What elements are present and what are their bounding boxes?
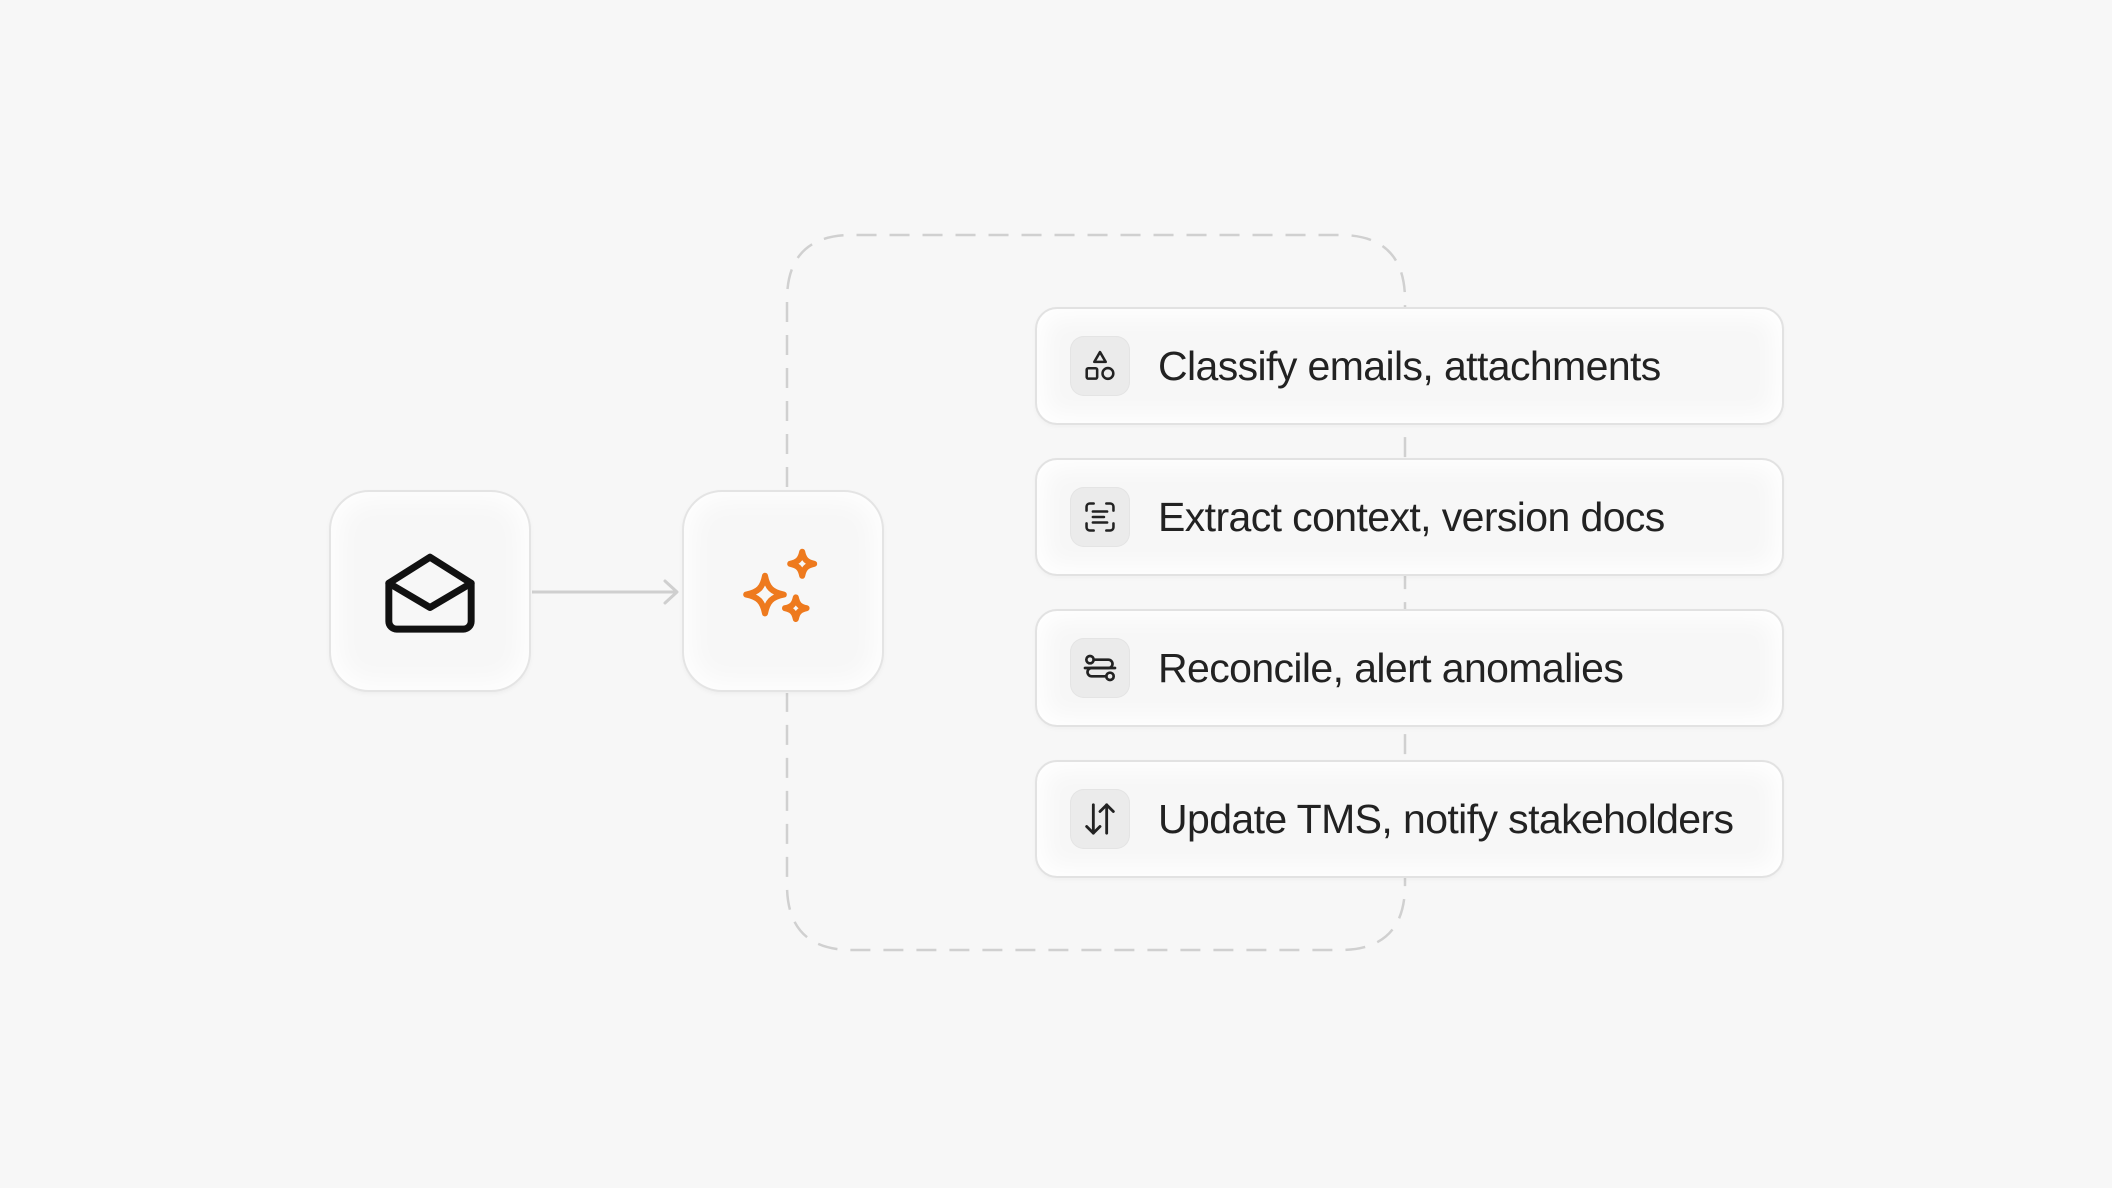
- step-reconcile: Reconcile, alert anomalies: [1035, 609, 1784, 727]
- step-classify: Classify emails, attachments: [1035, 307, 1784, 425]
- ai-processor-tile: [682, 490, 884, 692]
- step-label: Classify emails, attachments: [1158, 342, 1661, 389]
- email-source-tile: [329, 490, 531, 692]
- step-label: Update TMS, notify stakeholders: [1158, 795, 1734, 842]
- step-update: Update TMS, notify stakeholders: [1035, 760, 1784, 878]
- arrows-up-down-icon: [1085, 803, 1115, 835]
- shapes-icon: [1085, 350, 1115, 381]
- route-icon: [1083, 654, 1117, 682]
- sparkles-icon: [743, 548, 818, 622]
- step-extract: Extract context, version docs: [1035, 458, 1784, 576]
- step-icon-badge: [1070, 638, 1130, 698]
- scan-text-icon: [1085, 502, 1115, 532]
- step-label: Reconcile, alert anomalies: [1158, 644, 1624, 691]
- step-icon-badge: [1070, 789, 1130, 849]
- step-label: Extract context, version docs: [1158, 493, 1665, 540]
- step-icon-badge: [1070, 336, 1130, 396]
- flow-arrow-head: [663, 579, 679, 605]
- step-icon-badge: [1070, 487, 1130, 547]
- envelope-open-icon: [385, 553, 475, 633]
